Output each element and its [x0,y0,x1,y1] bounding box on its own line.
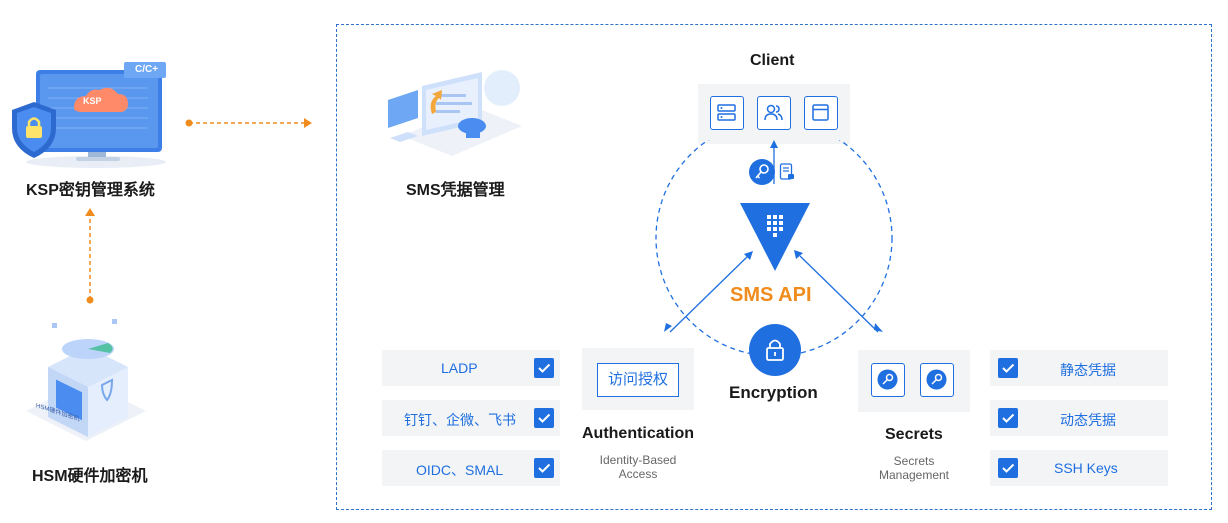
secrets-subtitle-line1: Secrets [893,454,935,468]
secret-item-dynamic-label: 动态凭据 [1060,412,1116,428]
ksp-monitor-icon [12,62,166,168]
secret-item-static-label: 静态凭据 [1060,362,1116,378]
secrets-subtitle: Secrets Management [858,454,970,482]
authentication-subtitle: Identity-Based Access [582,453,694,481]
auth-item-oidc[interactable] [382,450,560,486]
secret-item-ssh-check[interactable] [998,458,1018,478]
sms-illustration [382,66,532,162]
document-icon [779,163,794,180]
checkmark-icon [1002,463,1015,473]
sms-frame [336,24,1212,510]
secrets-title: Secrets [885,426,943,443]
hsm-illustration: HSM硬件加密机 [22,315,152,450]
key-badge [749,159,775,185]
secret-item-ssh[interactable] [990,450,1168,486]
ksp-title: KSP密钥管理系统 [26,182,155,199]
sms-api-diagram [655,140,893,357]
vault-triangle-icon [740,203,810,271]
server-icon [717,104,736,121]
access-auth-box[interactable]: 访问授权 [597,363,679,397]
client-title: Client [750,52,795,69]
orange-connectors [85,118,312,304]
sms-title: SMS凭据管理 [406,182,505,199]
shield-key-icon [877,369,898,390]
client-users[interactable] [757,96,791,130]
secrets-subtitle-line2: Management [878,468,950,482]
auth-item-oidc-label: OIDC、SMAL [416,462,504,478]
auth-item-ladp-label: LADP [441,360,478,376]
window-icon [812,104,829,121]
encryption-title: Encryption [729,383,818,402]
users-icon [764,104,783,121]
authentication-subtitle-line1: Identity-Based [599,453,677,467]
authentication-subtitle-line2: Access [618,467,658,481]
ksp-badge: KSP [83,96,102,106]
hsm-title: HSM硬件加密机 [32,468,148,485]
checkmark-icon [1002,413,1015,423]
secret-item-dynamic[interactable] [990,400,1168,436]
sms-api-title: SMS API [730,284,812,306]
checkmark-icon [538,413,551,423]
key-icon [755,164,769,179]
auth-item-ladp-check[interactable] [534,358,554,378]
auth-item-im-label: 钉钉、企微、飞书 [404,412,516,428]
hsm-device-icon [26,319,146,441]
secret-item-static[interactable] [990,350,1168,386]
secret-key-2[interactable] [920,363,954,397]
encryption-lock [749,324,801,376]
client-server[interactable] [710,96,744,130]
auth-item-im[interactable] [382,400,560,436]
secret-item-ssh-label: SSH Keys [1054,460,1118,476]
authentication-title: Authentication [582,425,694,442]
auth-item-im-check[interactable] [534,408,554,428]
auth-item-ladp[interactable] [382,350,560,386]
client-window[interactable] [804,96,838,130]
checkmark-icon [538,363,551,373]
ksp-illustration: KSP C/C+ [8,58,178,170]
secret-key-1[interactable] [871,363,905,397]
secret-item-static-check[interactable] [998,358,1018,378]
lock-icon [766,339,784,361]
checkmark-icon [538,463,551,473]
checkmark-icon [1002,363,1015,373]
secret-item-dynamic-check[interactable] [998,408,1018,428]
lang-tag: C/C+ [135,64,159,75]
auth-item-oidc-check[interactable] [534,458,554,478]
sms-laptop-icon [388,70,522,156]
shield-key-icon [926,369,947,390]
